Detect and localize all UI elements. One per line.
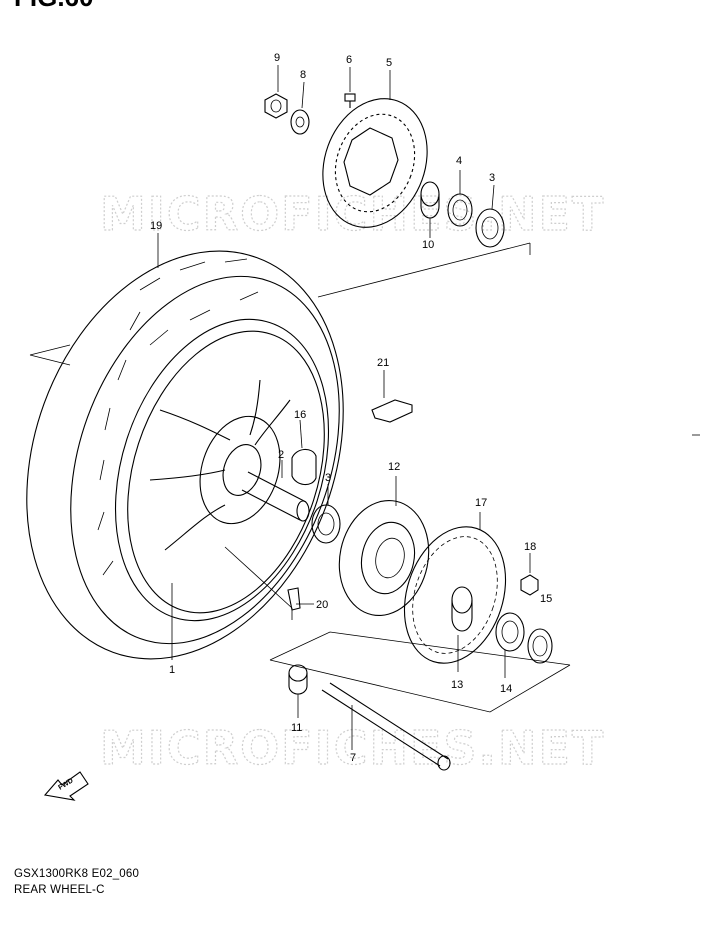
watermark-bottom: MICROFICHES.NET bbox=[100, 721, 605, 775]
bearing-part-14 bbox=[495, 612, 525, 678]
callout-labels: 9 8 6 5 4 3 10 19 21 16 2 3 12 17 18 15 … bbox=[150, 52, 552, 764]
bearing-part-3-top bbox=[475, 184, 505, 248]
callout-5: 5 bbox=[386, 57, 392, 69]
callout-12: 12 bbox=[388, 461, 400, 473]
callout-11: 11 bbox=[291, 722, 302, 734]
callout-2: 2 bbox=[278, 449, 284, 461]
nut-part-18 bbox=[520, 553, 539, 596]
callout-16: 16 bbox=[294, 409, 306, 421]
callout-20: 20 bbox=[316, 599, 328, 611]
callout-18: 18 bbox=[524, 541, 536, 553]
valve-part-20 bbox=[287, 587, 314, 611]
sleeve-part-2 bbox=[241, 460, 310, 522]
rear-sprocket-part-17 bbox=[403, 512, 507, 664]
callout-17: 17 bbox=[475, 497, 487, 509]
callout-10: 10 bbox=[422, 239, 434, 251]
callout-1: 1 bbox=[169, 664, 175, 676]
callout-6: 6 bbox=[346, 54, 352, 66]
callout-3-top: 3 bbox=[489, 172, 495, 184]
sprocket-carrier-part-12 bbox=[338, 476, 430, 617]
clip-part-21 bbox=[371, 370, 413, 423]
model-code: GSX1300RK8 E02_060 bbox=[14, 868, 140, 880]
callout-21: 21 bbox=[377, 357, 389, 369]
section-name: REAR WHEEL-C bbox=[14, 884, 105, 896]
spacer-part-10 bbox=[420, 181, 440, 238]
watermark-top: MICROFICHES.NET bbox=[100, 187, 605, 241]
callout-7: 7 bbox=[350, 752, 356, 764]
spacer-part-11 bbox=[288, 664, 308, 718]
washer-part-8 bbox=[290, 81, 310, 135]
callout-9: 9 bbox=[274, 52, 280, 64]
oil-seal-part-4 bbox=[447, 170, 473, 227]
fwd-arrow-icon: FWD bbox=[43, 771, 89, 801]
oil-seal-part-15 bbox=[527, 628, 553, 664]
axle-part-7 bbox=[321, 682, 451, 771]
callout-8: 8 bbox=[300, 69, 306, 81]
callout-13: 13 bbox=[451, 679, 463, 691]
tire-and-wheel bbox=[26, 233, 531, 660]
callout-4: 4 bbox=[456, 155, 462, 167]
figure-title: FIG.60 bbox=[14, 0, 93, 10]
nut-part-9 bbox=[264, 65, 288, 119]
bolt-part-6 bbox=[344, 67, 356, 108]
damper-part-16 bbox=[291, 419, 317, 486]
callout-3-lower: 3 bbox=[325, 472, 331, 484]
bearing-part-3-lower bbox=[311, 484, 341, 544]
callout-15: 15 bbox=[540, 593, 552, 605]
callout-14: 14 bbox=[500, 683, 512, 695]
spacer-part-13 bbox=[451, 586, 473, 672]
callout-19: 19 bbox=[150, 220, 162, 232]
fwd-label: FWD bbox=[57, 777, 74, 791]
brake-disc bbox=[322, 70, 428, 228]
